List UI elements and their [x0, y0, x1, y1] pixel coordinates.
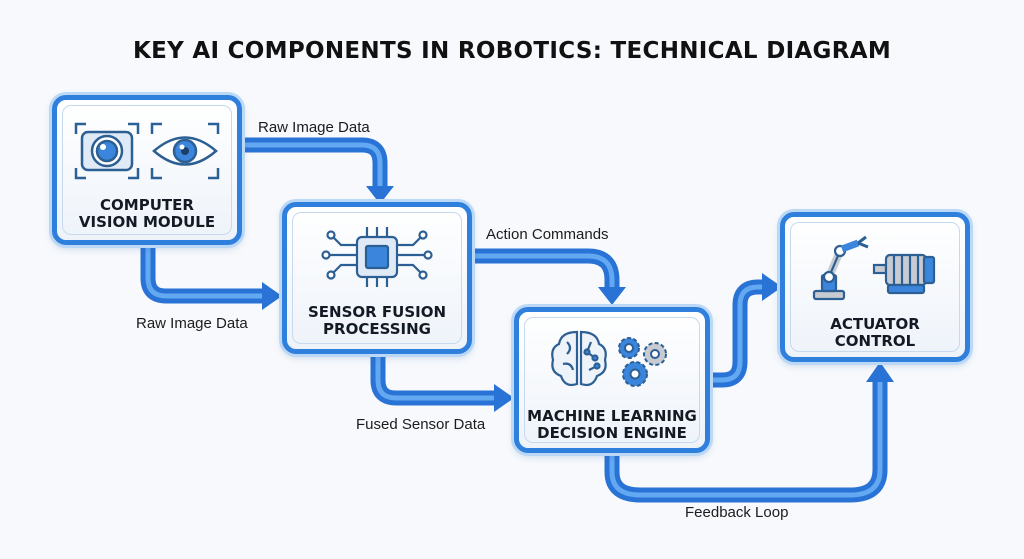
camera-eye-icons [74, 122, 220, 180]
brain-gears-icons [551, 330, 667, 387]
camera-icon [74, 122, 140, 180]
eye-icon [150, 122, 220, 180]
edge-label-raw-image-bottom: Raw Image Data [136, 315, 248, 332]
node-vision-label-line2: VISION MODULE [78, 213, 216, 231]
node-fusion-label-line2: PROCESSING [323, 320, 431, 338]
arrow-vision-to-fusion-top [242, 137, 394, 204]
microchip-icon [321, 227, 433, 287]
brain-icon [551, 330, 607, 387]
node-fusion-label-line1: SENSOR FUSION [307, 303, 447, 321]
node-ml-label-line1: MACHINE LEARNING [527, 407, 697, 425]
node-ml-label-line2: DECISION ENGINE [537, 424, 687, 442]
node-computer-vision: COMPUTER VISION MODULE [52, 95, 242, 245]
node-vision-label-line1: COMPUTER [100, 196, 194, 214]
arrow-feedback-loop [604, 362, 894, 503]
arrow-action-commands [470, 248, 626, 305]
robot-arm-motor-icons [812, 235, 936, 301]
robot-arm-icon [812, 235, 869, 301]
arrow-ml-to-actuator [706, 273, 782, 388]
node-actuator-control: ACTUATOR CONTROL [780, 212, 970, 362]
edge-label-fused-sensor-data: Fused Sensor Data [356, 416, 486, 433]
node-actuator-label-line1: ACTUATOR [830, 315, 920, 333]
edge-label-feedback-loop: Feedback Loop [685, 504, 789, 521]
diagram-title: KEY AI COMPONENTS IN ROBOTICS: TECHNICAL… [132, 38, 892, 64]
motor-icon [872, 253, 936, 295]
arrow-fused-sensor-data [370, 352, 514, 412]
edge-label-raw-image-top: Raw Image Data [258, 119, 370, 136]
node-sensor-fusion: SENSOR FUSION PROCESSING [282, 202, 472, 354]
node-actuator-label-line2: CONTROL [834, 332, 916, 350]
edge-label-action-commands: Action Commands [486, 226, 609, 243]
gears-icon [618, 337, 667, 387]
node-ml-decision-engine: MACHINE LEARNING DECISION ENGINE [514, 307, 710, 453]
arrow-vision-to-fusion-bottom [140, 242, 282, 310]
